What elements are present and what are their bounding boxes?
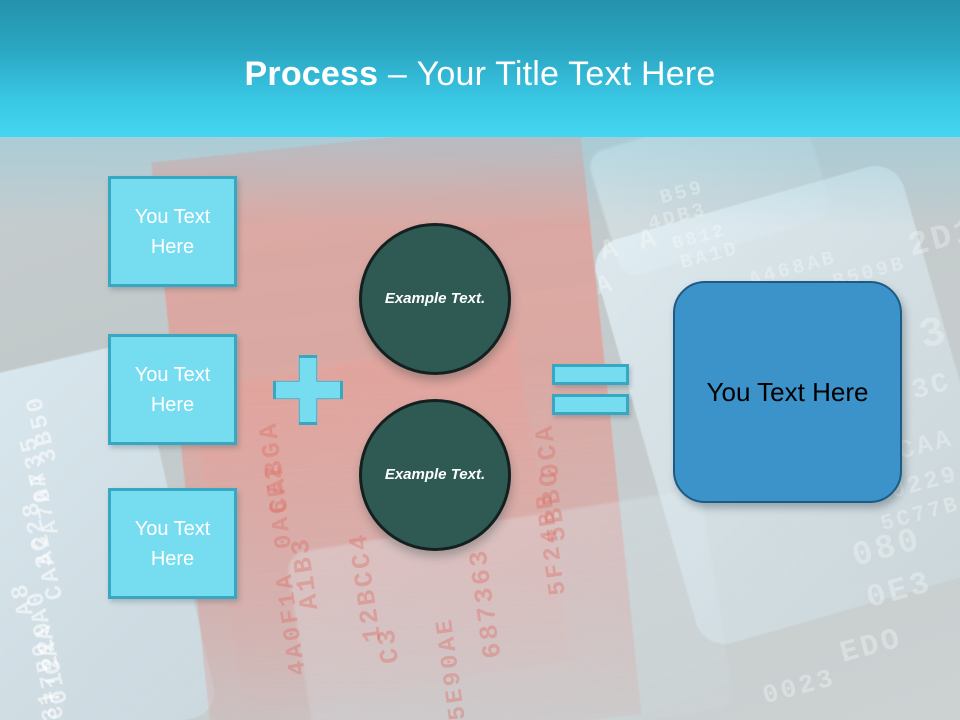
- equals-icon-bottom-bar: [552, 394, 629, 415]
- input-box-2-label: You Text Here: [134, 363, 211, 416]
- result-box-label: You Text Here: [706, 376, 869, 407]
- input-box-1[interactable]: You Text Here: [108, 176, 237, 287]
- page-title-bold: Process: [244, 55, 379, 93]
- page-title: Process – Your Title Text Here: [0, 52, 960, 96]
- input-box-1-label: You Text Here: [134, 205, 211, 258]
- example-circle-1-label: Example Text.: [384, 290, 486, 307]
- equals-icon-top-bar: [552, 364, 629, 385]
- example-circle-2[interactable]: Example Text.: [359, 399, 511, 551]
- slide-header-band: [0, 0, 960, 137]
- page-title-rest: Your Title Text Here: [416, 55, 716, 93]
- example-circle-1[interactable]: Example Text.: [359, 223, 511, 375]
- input-box-3[interactable]: You Text Here: [108, 488, 237, 599]
- page-title-separator: –: [387, 55, 407, 93]
- result-box[interactable]: You Text Here: [673, 281, 902, 503]
- example-circle-2-label: Example Text.: [384, 466, 486, 483]
- input-box-3-label: You Text Here: [134, 517, 211, 570]
- input-box-2[interactable]: You Text Here: [108, 334, 237, 445]
